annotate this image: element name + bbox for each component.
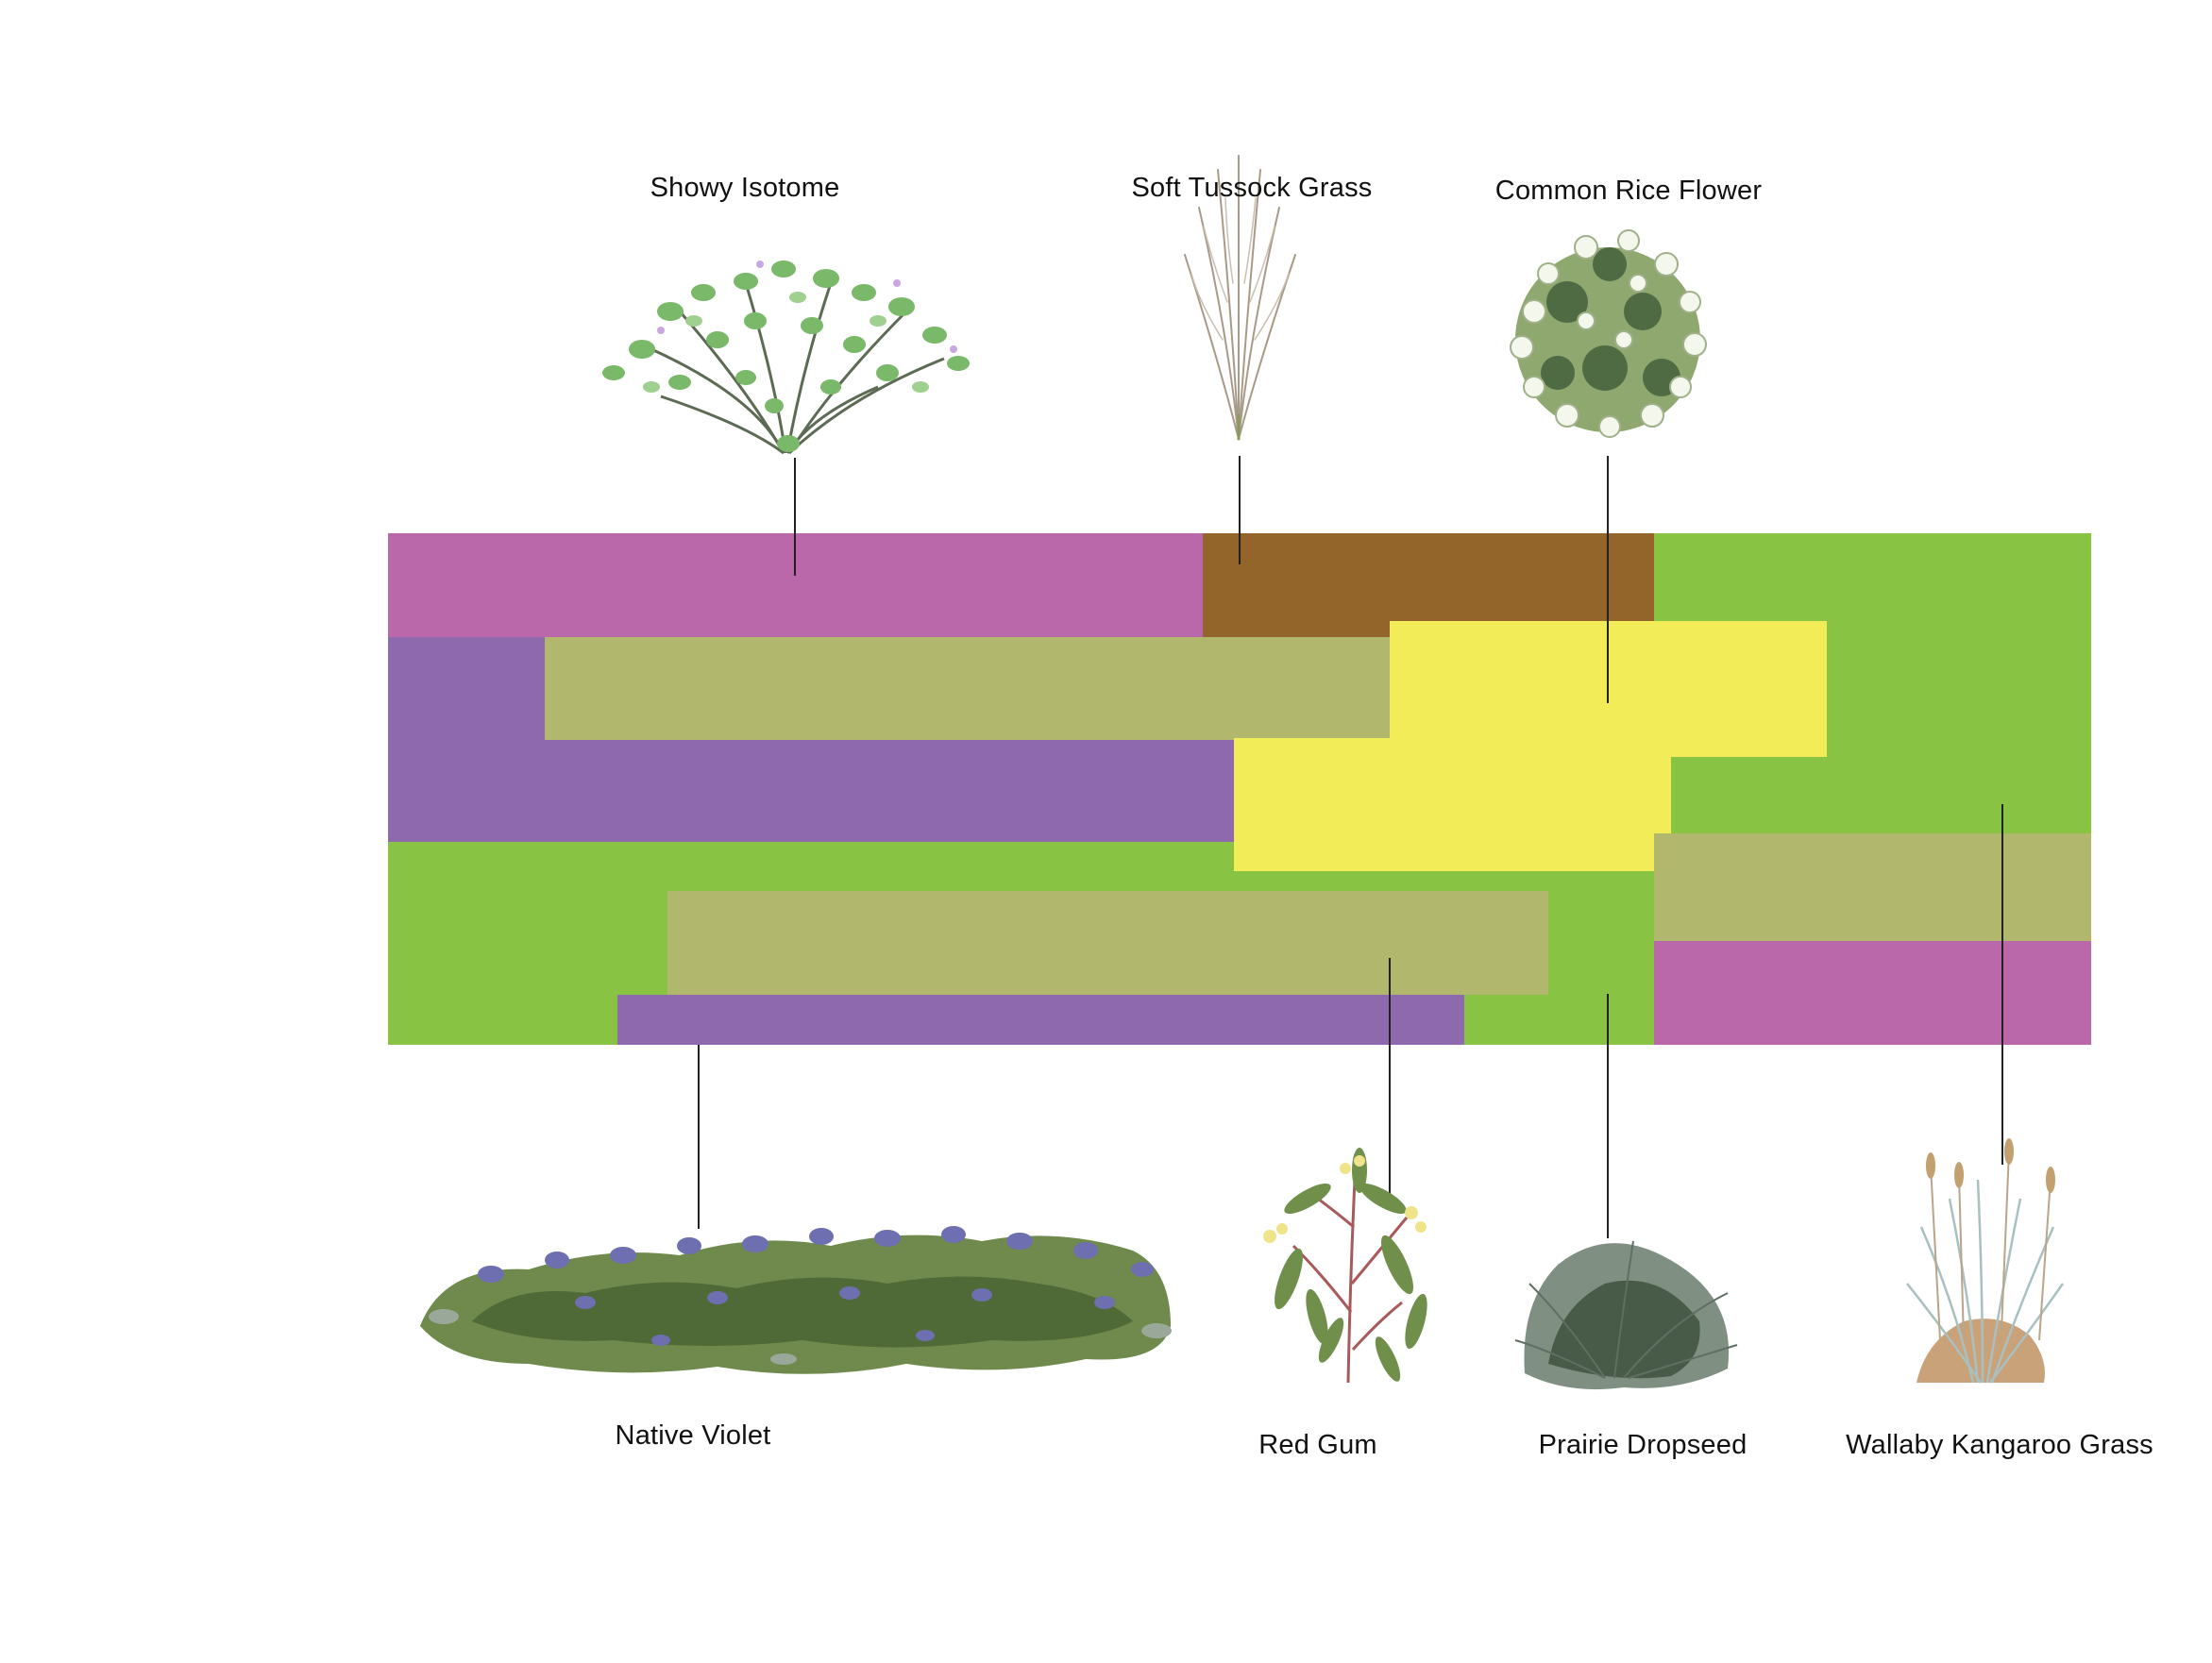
- label-prairie-dropseed: Prairie Dropseed: [1538, 1430, 1748, 1460]
- label-wallaby-kangaroo-grass: Wallaby Kangaroo Grass: [1846, 1430, 2153, 1460]
- label-soft-tussock-grass: Soft Tussock Grass: [1131, 173, 1373, 203]
- prairie-dropseed-illustration: [1514, 1240, 1738, 1390]
- block-olive-upper: [545, 637, 1392, 740]
- block-purple-bottom: [617, 995, 1464, 1045]
- label-red-gum: Red Gum: [1258, 1430, 1377, 1460]
- planting-blocks: [388, 533, 2091, 1045]
- label-common-rice-flower: Common Rice Flower: [1494, 176, 1763, 206]
- red-gum-illustration: [1263, 1148, 1427, 1384]
- label-native-violet: Native Violet: [615, 1420, 771, 1451]
- block-olive-lower: [667, 891, 1548, 995]
- block-olive-right: [1654, 833, 2091, 941]
- common-rice-flower-illustration: [1510, 229, 1707, 438]
- soft-tussock-grass-illustration: [1184, 155, 1296, 441]
- wallaby-kangaroo-grass-illustration: [1906, 1138, 2065, 1384]
- label-showy-isotome: Showy Isotome: [650, 173, 840, 203]
- block-yellow-lower: [1234, 738, 1671, 871]
- native-violet-illustration: [420, 1226, 1172, 1374]
- leader-lines: [698, 456, 2003, 1238]
- block-pink-bottom-right: [1654, 941, 2091, 1045]
- showy-isotome-illustration: [602, 260, 970, 455]
